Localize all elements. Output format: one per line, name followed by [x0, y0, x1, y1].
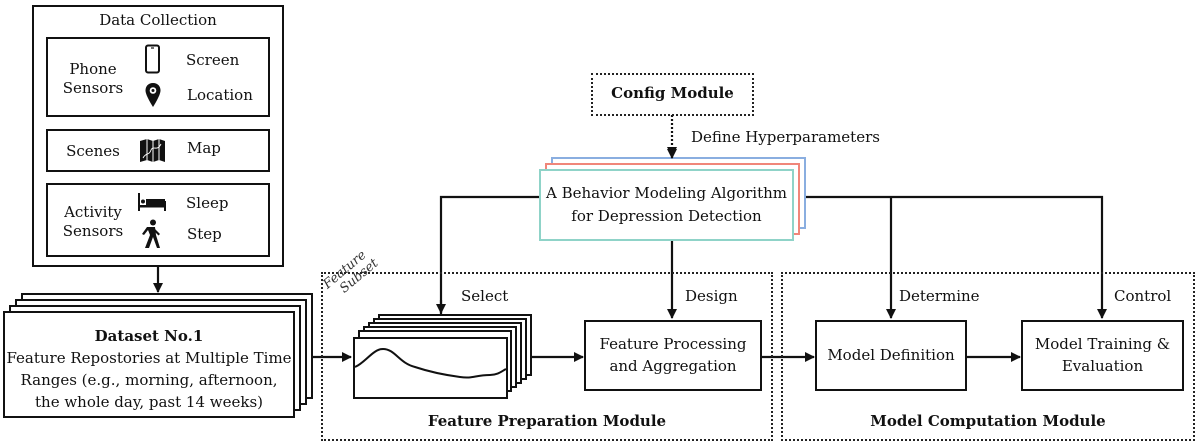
activity-sensors-label: Activity Sensors: [62, 203, 124, 240]
model-training-line-2: Evaluation: [1061, 357, 1144, 375]
config-module-box: [591, 73, 754, 116]
smartphone-icon: [145, 44, 160, 74]
dataset-desc-line-2: Ranges (e.g., morning, afternoon,: [20, 371, 278, 389]
location-pin-icon: [145, 83, 161, 107]
arrow-algorithm-to-select: [436, 195, 539, 333]
screen-label: Screen: [186, 51, 240, 69]
phone-sensors-label: Phone Sensors: [62, 60, 124, 97]
model-computation-module: [781, 272, 1195, 441]
arrow-algorithm-to-control: [805, 195, 1107, 319]
scenes-label: Scenes: [66, 142, 120, 160]
select-label: Select: [461, 287, 509, 305]
model-definition-label: Model Definition: [827, 346, 955, 364]
config-module-title: Config Module: [611, 84, 734, 102]
dataset-title: Dataset No.1: [94, 327, 204, 345]
map-icon: [140, 139, 165, 162]
determine-label: Determine: [899, 287, 980, 305]
design-label: Design: [685, 287, 738, 305]
location-label: Location: [187, 86, 253, 104]
walking-person-icon: [142, 219, 160, 248]
feature-time-series-curve: [355, 347, 506, 379]
bed-icon: [138, 193, 166, 211]
algorithm-line-1: A Behavior Modeling Algorithm: [546, 184, 787, 202]
feature-preparation-module: [321, 272, 773, 441]
feature-subset-front: [353, 337, 508, 399]
dataset-desc-line-1: Feature Repostories at Multiple Time: [6, 349, 292, 367]
define-hyperparameters-label: Define Hyperparameters: [691, 128, 880, 146]
model-training-box: Model Training & Evaluation: [1021, 320, 1184, 391]
dataset-desc-line-3: the whole day, past 14 weeks): [35, 393, 263, 411]
map-label: Map: [187, 139, 221, 157]
feature-preparation-title: Feature Preparation Module: [427, 412, 667, 430]
scenes-group: [46, 129, 270, 172]
sleep-label: Sleep: [186, 194, 229, 212]
step-label: Step: [187, 225, 222, 243]
model-definition-box: Model Definition: [815, 320, 967, 391]
algorithm-box: A Behavior Modeling Algorithm for Depres…: [539, 169, 794, 241]
model-training-line-1: Model Training &: [1034, 335, 1171, 353]
dataset-box: Dataset No.1 Feature Repostories at Mult…: [3, 311, 295, 418]
control-label: Control: [1114, 287, 1172, 305]
feature-processing-line-1: Feature Processing: [599, 335, 747, 353]
data-collection-title: Data Collection: [99, 11, 217, 29]
model-computation-title: Model Computation Module: [870, 412, 1106, 430]
feature-processing-box: Feature Processing and Aggregation: [584, 320, 762, 391]
feature-processing-line-2: and Aggregation: [609, 357, 737, 375]
algorithm-line-2: for Depression Detection: [571, 207, 762, 225]
